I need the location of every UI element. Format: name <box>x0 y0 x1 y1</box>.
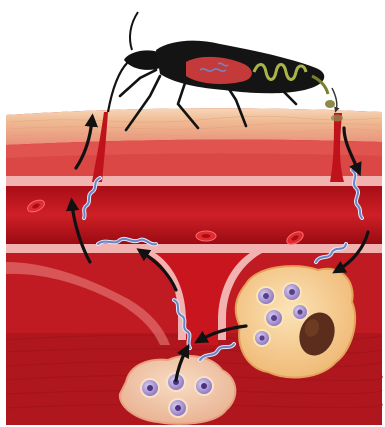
infected-cell-icon <box>120 356 236 424</box>
infected-cell-icon <box>236 266 355 377</box>
bite-site <box>331 115 343 122</box>
red-blood-cell-icon <box>196 231 216 241</box>
